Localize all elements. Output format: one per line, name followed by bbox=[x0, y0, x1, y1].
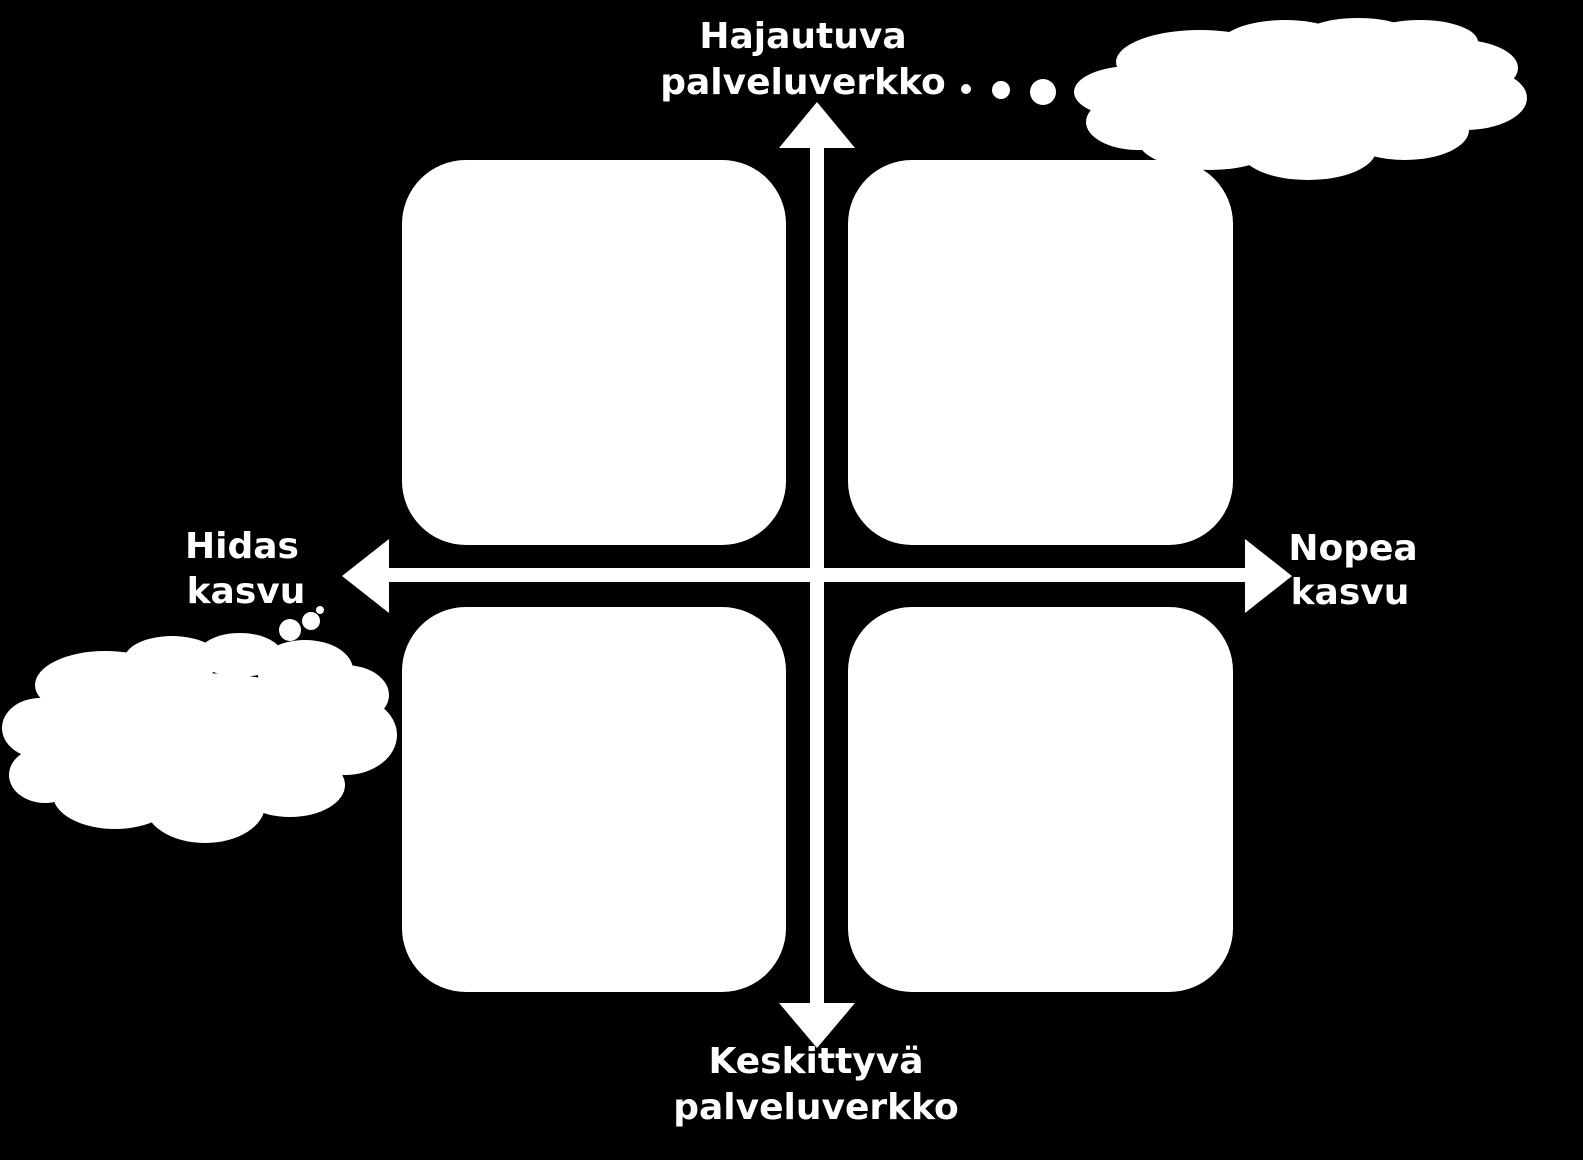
thought-dot-small bbox=[961, 84, 971, 94]
arrowhead-left bbox=[342, 539, 389, 613]
thought-dot-medium bbox=[992, 81, 1010, 99]
thought-dot-medium bbox=[302, 612, 320, 630]
thought-bubbles-top bbox=[961, 79, 1056, 105]
quadrant-boxes bbox=[402, 160, 1233, 992]
label-top-line2: palveluverkko bbox=[660, 62, 946, 103]
label-right-line1: Nopea bbox=[1288, 528, 1417, 569]
quadrant-top-left bbox=[402, 160, 786, 545]
thought-cloud-top-right bbox=[1074, 18, 1527, 180]
label-bottom-line2: palveluverkko bbox=[673, 1087, 959, 1128]
thought-dot-large bbox=[1030, 79, 1056, 105]
arrowhead-right bbox=[1245, 539, 1292, 613]
label-right-line2: kasvu bbox=[1291, 572, 1410, 613]
quadrant-bottom-left bbox=[402, 607, 786, 992]
quadrant-bottom-right bbox=[848, 607, 1233, 992]
horizontal-axis-shaft bbox=[385, 568, 1250, 582]
arrowhead-down bbox=[779, 1003, 855, 1048]
label-left-line1: Hidas bbox=[185, 526, 299, 567]
label-top-line1: Hajautuva bbox=[699, 16, 906, 57]
label-bottom-line1: Keskittyvä bbox=[708, 1041, 923, 1082]
thought-dot-large bbox=[279, 619, 301, 641]
thought-dot-small bbox=[316, 606, 324, 614]
quadrant-top-right bbox=[848, 160, 1233, 545]
thought-bubbles-bottom bbox=[279, 606, 324, 641]
arrowhead-up bbox=[779, 102, 855, 148]
horizontal-axis-arrow bbox=[342, 539, 1292, 613]
thought-cloud-bottom-left bbox=[2, 633, 397, 843]
label-left-line2: kasvu bbox=[187, 571, 306, 612]
